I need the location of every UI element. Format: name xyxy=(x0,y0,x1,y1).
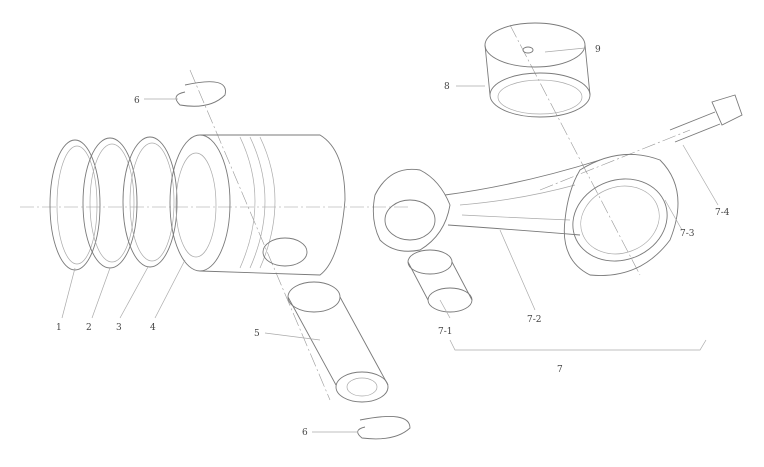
piston-ring-3 xyxy=(122,136,178,268)
label-5: 5 xyxy=(254,329,260,339)
bearing-shell xyxy=(484,22,591,118)
connecting-rod xyxy=(372,153,679,276)
leader-lines xyxy=(61,47,719,433)
circlip-top xyxy=(175,81,226,107)
bolt-axis xyxy=(539,129,691,191)
label-7-2: 7-2 xyxy=(527,315,542,325)
label-7-3: 7-3 xyxy=(680,229,695,239)
label-7-1: 7-1 xyxy=(438,327,453,337)
label-9: 9 xyxy=(595,45,601,55)
label-6-bottom: 6 xyxy=(302,428,308,438)
label-1: 1 xyxy=(56,323,62,333)
label-2: 2 xyxy=(86,323,92,333)
piston-ring-1 xyxy=(49,139,101,271)
piston-pin xyxy=(287,281,389,403)
label-3: 3 xyxy=(116,323,122,333)
label-8: 8 xyxy=(444,82,450,92)
label-7: 7 xyxy=(557,365,563,375)
label-6-top: 6 xyxy=(134,96,140,106)
circlip-bottom xyxy=(357,415,411,440)
piston xyxy=(169,134,346,276)
label-7-4: 7-4 xyxy=(715,208,730,218)
label-4: 4 xyxy=(150,323,156,333)
conrod-bolt xyxy=(669,94,743,143)
piston-ring-2 xyxy=(82,137,138,269)
small-end-bush xyxy=(407,249,473,313)
pin-axis xyxy=(189,69,331,401)
